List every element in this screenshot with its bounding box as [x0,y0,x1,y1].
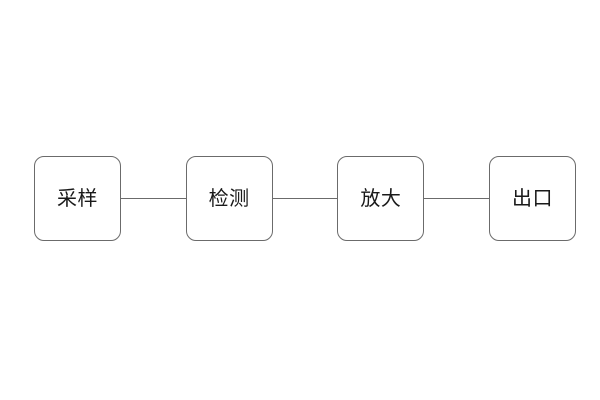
flow-node-detection[interactable]: 检测 [185,155,273,241]
flow-connector-1 [121,156,186,241]
flow-node-sampling[interactable]: 采样 [34,155,121,241]
flow-node-outlet[interactable]: 出口 [489,155,577,241]
flow-node-label: 检测 [208,186,250,210]
flow-node-label: 放大 [360,186,402,210]
flow-node-label: 采样 [57,186,98,210]
flow-connector-3 [424,156,489,241]
flow-node-amplification[interactable]: 放大 [337,155,425,241]
flowchart-row: 采样 检测 放大 出口 [34,155,577,241]
flow-connector-2 [272,156,338,241]
flow-node-label: 出口 [512,186,554,210]
